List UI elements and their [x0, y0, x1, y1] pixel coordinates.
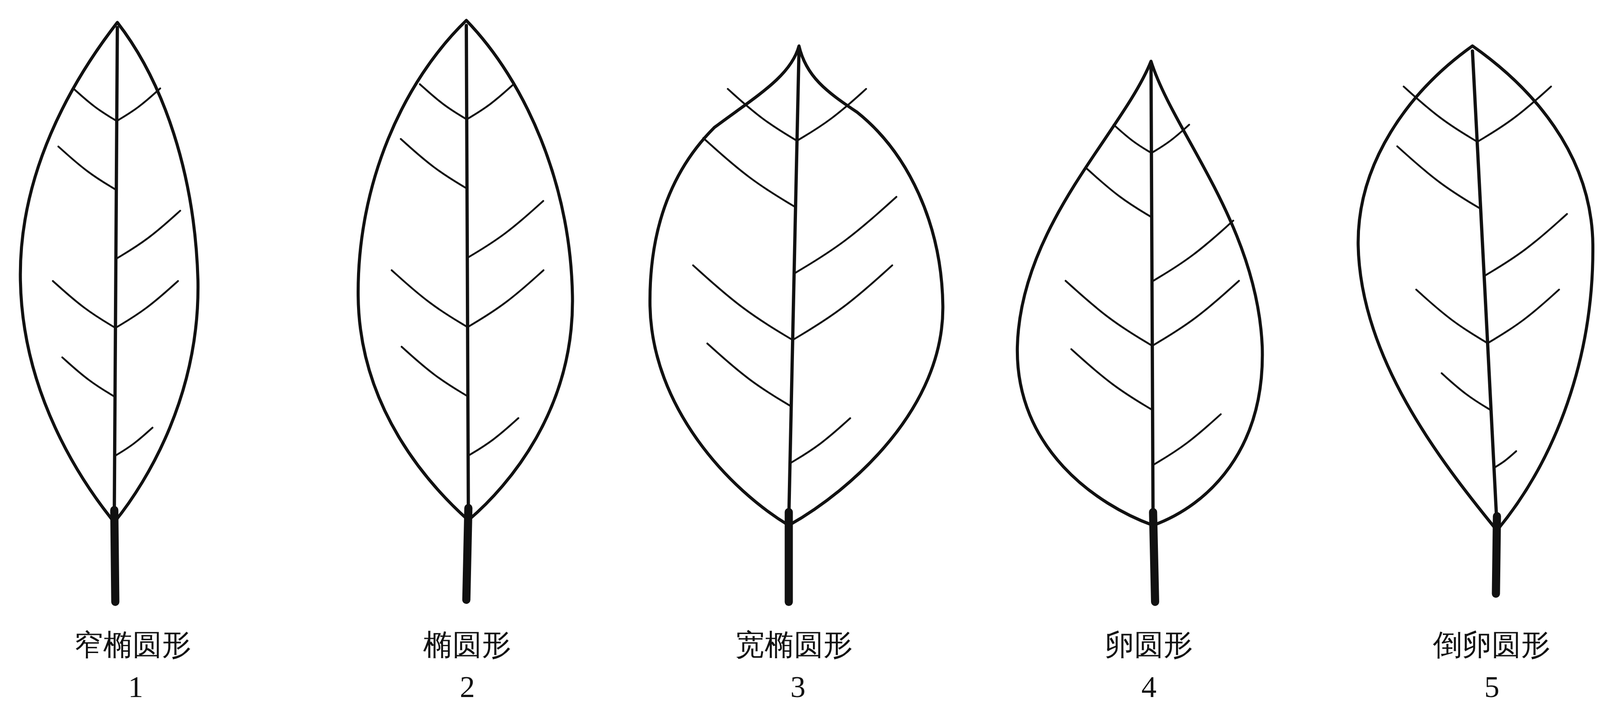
figure-number: 4 [1141, 670, 1157, 704]
leaf-outline [1358, 45, 1594, 531]
leaf-outline [20, 22, 199, 523]
leaf-vein [467, 201, 544, 259]
leaf-vein [792, 265, 893, 341]
leaf-petiole [784, 512, 794, 602]
figure-number: 3 [790, 670, 806, 704]
figure-number: 5 [1484, 670, 1500, 704]
leaf-vein [1477, 86, 1552, 143]
shape-name: 宽椭圆形 [735, 628, 853, 661]
shape-name: 窄椭圆形 [73, 628, 192, 661]
leaf-midrib [466, 25, 469, 516]
leaf-vein [1071, 349, 1153, 411]
leaf-vein [467, 270, 544, 328]
leaf-vein [73, 88, 117, 122]
leaf-midrib [1150, 66, 1154, 521]
leaf-vein [1493, 451, 1516, 468]
leaf-vein [692, 265, 793, 341]
leaf-vein [467, 418, 519, 456]
leaf-vein [1397, 146, 1481, 209]
shape-name: 椭圆形 [423, 628, 512, 661]
leaf-vein [1416, 289, 1488, 344]
leaf-vein [1152, 281, 1240, 347]
leaf-vein [1441, 373, 1492, 411]
leaf-vein [58, 146, 117, 190]
leaf-vein [114, 427, 153, 457]
leaf-vein [400, 139, 467, 189]
figure-number: 2 [459, 670, 475, 704]
leaf-vein [62, 357, 115, 398]
leaf-vein [1484, 214, 1568, 277]
leaf-vein [1065, 281, 1153, 347]
figure-number: 1 [128, 670, 144, 704]
shape-name: 倒卵圆形 [1432, 628, 1551, 661]
leaf-petiole [1153, 512, 1156, 602]
leaf-vein [1113, 124, 1152, 154]
leaf-midrib [788, 50, 800, 521]
leaf-vein [793, 196, 897, 274]
leaf-vein [52, 281, 116, 329]
leaf-vein [115, 281, 178, 329]
leaf-vein [727, 88, 797, 141]
leaf-vein [1487, 289, 1559, 344]
leaf-vein [1086, 168, 1152, 218]
leaf-midrib [1472, 50, 1498, 526]
leaf-vein [703, 138, 796, 208]
leaf-vein [401, 346, 468, 397]
leaf-midrib [114, 27, 118, 516]
leaf-outline [649, 45, 943, 526]
leaf-vein [1152, 414, 1221, 466]
leaf-vein [1151, 220, 1234, 282]
shape-name: 卵圆形 [1104, 628, 1193, 661]
leaf-vein [419, 84, 467, 120]
leaf-vein [391, 270, 468, 328]
leaf-outline [1017, 61, 1263, 526]
leaf-vein [796, 88, 867, 141]
leaf-vein [707, 343, 791, 407]
leaf-petiole [1495, 516, 1497, 595]
leaf-vein [790, 418, 851, 464]
leaf-outline [358, 20, 573, 521]
leaf-vein [115, 210, 181, 260]
leaf-petiole [466, 508, 469, 601]
leaf-vein [466, 84, 514, 120]
leaf-vein [1403, 86, 1478, 143]
leaf-vein [1151, 124, 1189, 154]
leaf-vein [116, 88, 161, 122]
leaf-petiole [114, 510, 116, 603]
